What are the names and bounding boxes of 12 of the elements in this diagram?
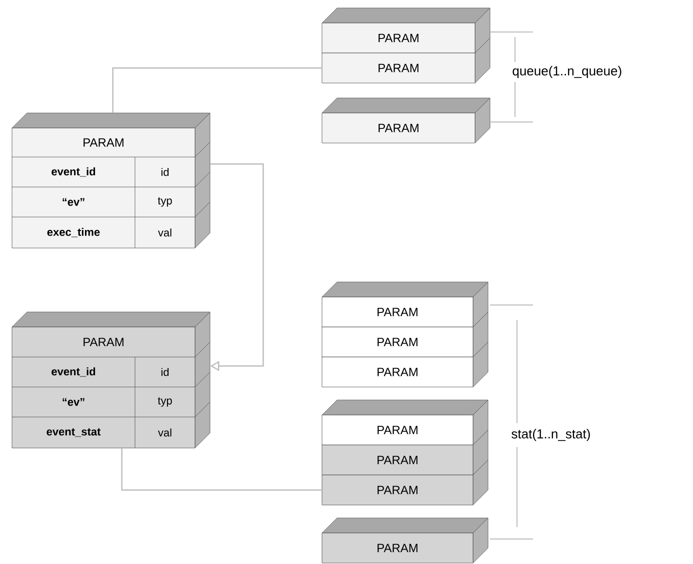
bracket-label: stat(1..n_stat) xyxy=(510,428,592,442)
param-bar: PARAM xyxy=(322,98,490,144)
param-bar: PARAM xyxy=(322,400,488,446)
connector xyxy=(112,67,322,113)
param-table: PARAM event_id id “ev” typ event_stat val xyxy=(12,312,210,448)
connector xyxy=(210,163,264,372)
param-bar: PARAM xyxy=(322,282,488,328)
param-bar: PARAM xyxy=(322,8,490,54)
param-table: PARAM event_id id “ev” typ exec_time val xyxy=(12,112,210,248)
bracket-label: queue(1..n_queue) xyxy=(511,64,624,80)
param-bar: PARAM xyxy=(322,518,488,564)
connector xyxy=(121,448,322,491)
